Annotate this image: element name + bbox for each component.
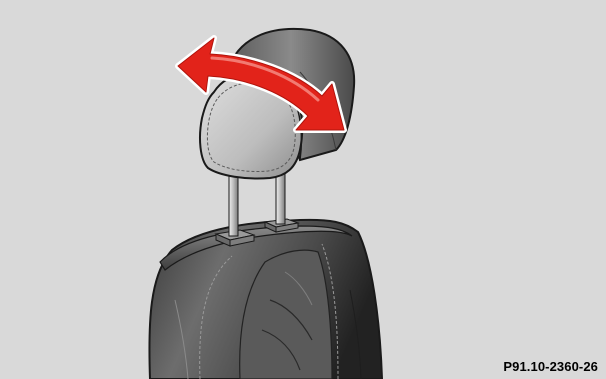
seat-backrest: [149, 220, 382, 379]
figure-code-label: P91.10-2360-26: [503, 359, 598, 374]
